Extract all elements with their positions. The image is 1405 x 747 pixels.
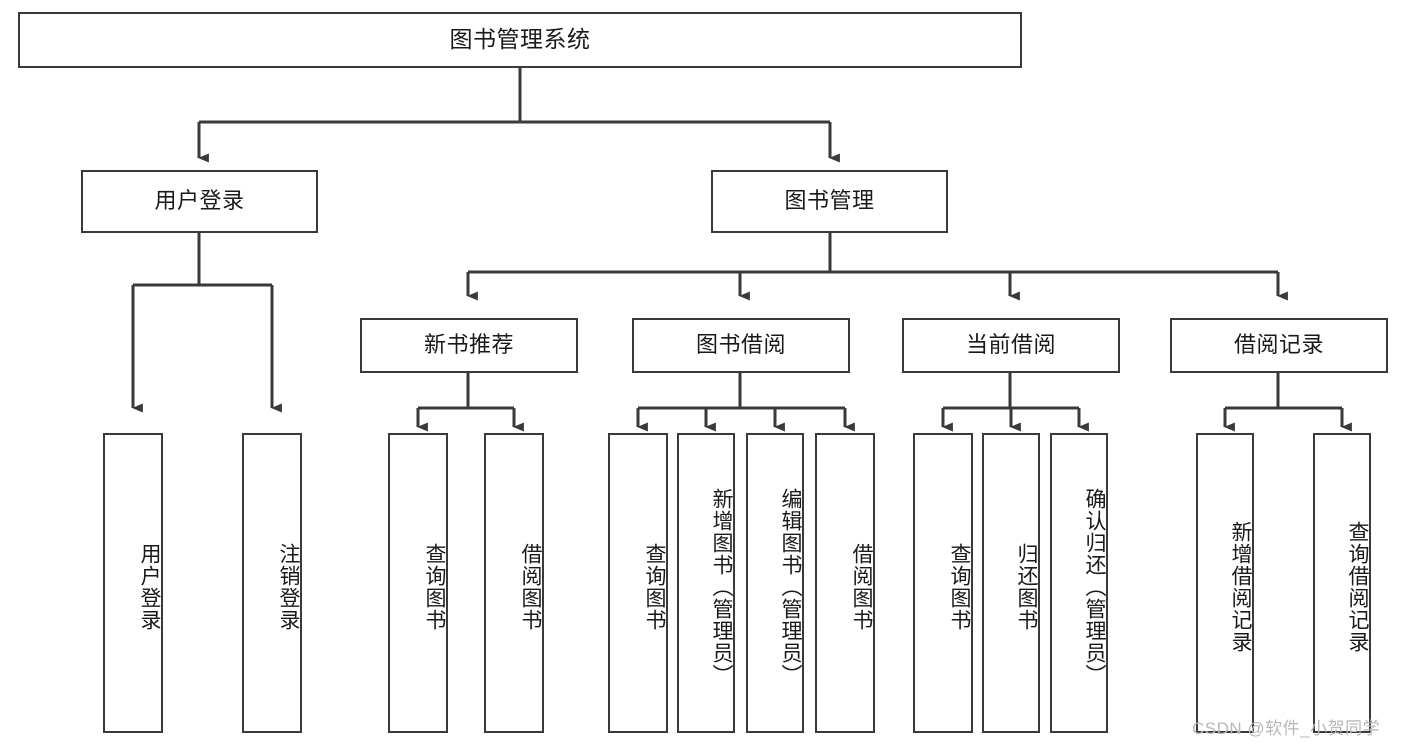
leaf-borrow-book-borrow[interactable]: 借阅图书 — [815, 433, 875, 733]
csdn-watermark: CSDN @软件_小贺同学 — [1192, 719, 1381, 738]
leaf-add-borrow-record[interactable]: 新增借阅记录 — [1196, 433, 1254, 733]
leaf-label: 注销登录 — [277, 543, 300, 631]
leaf-label: 编辑图书（管理员） — [779, 488, 802, 686]
node-user-login[interactable]: 用户登录 — [81, 170, 318, 233]
node-root-system[interactable]: 图书管理系统 — [18, 12, 1022, 68]
leaf-query-borrow-record[interactable]: 查询借阅记录 — [1313, 433, 1371, 733]
leaf-user-login[interactable]: 用户登录 — [103, 433, 163, 733]
leaf-label: 用户登录 — [138, 543, 161, 631]
leaf-borrow-book-recommend[interactable]: 借阅图书 — [484, 433, 544, 733]
leaf-label: 确认归还（管理员） — [1083, 488, 1106, 686]
node-book-management[interactable]: 图书管理 — [711, 170, 948, 233]
node-borrow-record[interactable]: 借阅记录 — [1170, 318, 1388, 373]
leaf-query-book-recommend[interactable]: 查询图书 — [388, 433, 448, 733]
leaf-label: 借阅图书 — [519, 543, 542, 631]
leaf-confirm-return-admin[interactable]: 确认归还（管理员） — [1050, 433, 1108, 733]
leaf-add-book-admin[interactable]: 新增图书（管理员） — [677, 433, 735, 733]
node-new-book-recommend[interactable]: 新书推荐 — [360, 318, 578, 373]
leaf-label: 查询借阅记录 — [1346, 521, 1369, 653]
leaf-logout[interactable]: 注销登录 — [242, 433, 302, 733]
leaf-query-book-current[interactable]: 查询图书 — [913, 433, 973, 733]
leaf-label: 新增图书（管理员） — [710, 488, 733, 686]
leaf-query-book-borrow[interactable]: 查询图书 — [608, 433, 668, 733]
leaf-label: 查询图书 — [423, 543, 446, 631]
leaf-label: 查询图书 — [643, 543, 666, 631]
leaf-edit-book-admin[interactable]: 编辑图书（管理员） — [746, 433, 804, 733]
node-current-borrow[interactable]: 当前借阅 — [902, 318, 1120, 373]
leaf-label: 归还图书 — [1015, 543, 1038, 631]
node-book-borrow[interactable]: 图书借阅 — [632, 318, 850, 373]
leaf-return-book[interactable]: 归还图书 — [982, 433, 1040, 733]
leaf-label: 借阅图书 — [850, 543, 873, 631]
leaf-label: 新增借阅记录 — [1229, 521, 1252, 653]
leaf-label: 查询图书 — [948, 543, 971, 631]
